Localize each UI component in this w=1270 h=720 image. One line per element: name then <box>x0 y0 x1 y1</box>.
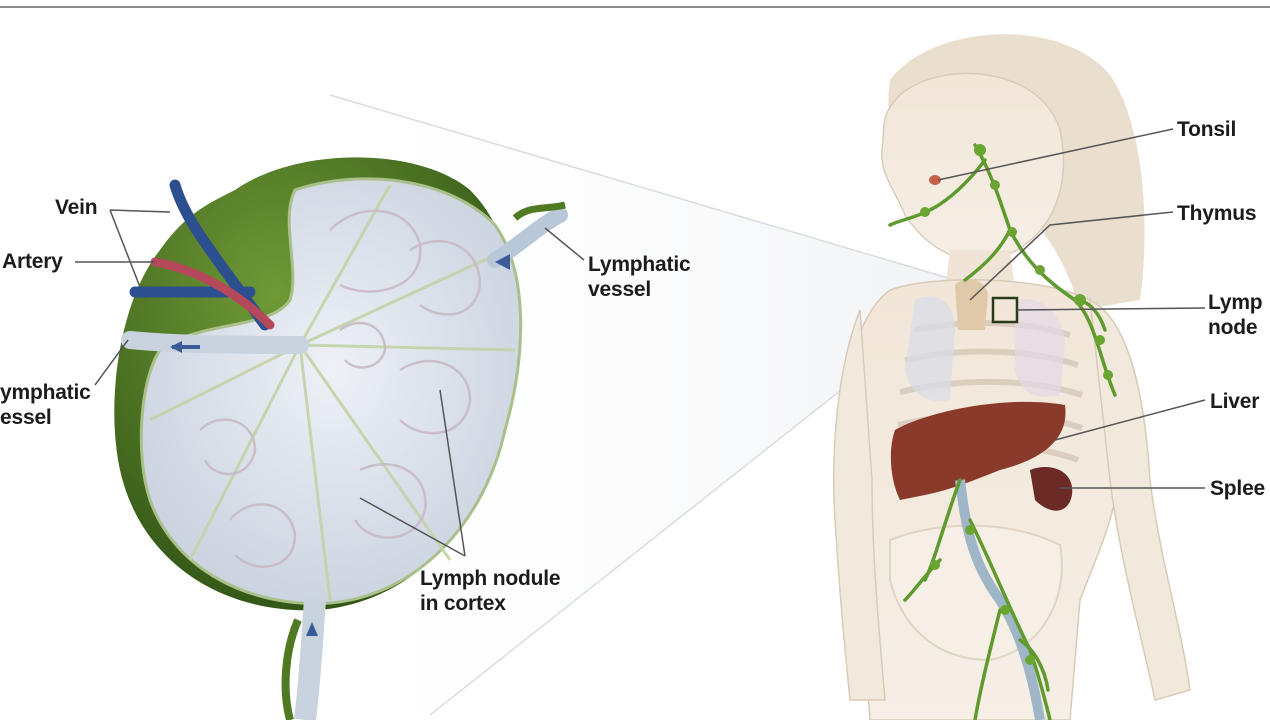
child-figure <box>833 34 1191 720</box>
label-liver: Liver <box>1210 390 1260 413</box>
label-lymph-nodule: Lymph nodule in cortex <box>420 567 561 615</box>
label-artery: Artery <box>2 250 63 273</box>
label-thymus: Thymus <box>1177 202 1257 225</box>
label-lymphatic-vessel-right: Lymphatic vessel <box>588 253 691 301</box>
liver <box>890 401 1066 500</box>
spleen <box>1030 467 1073 511</box>
top-border <box>0 6 1270 8</box>
label-tonsil: Tonsil <box>1177 118 1237 141</box>
lymph-node <box>114 157 568 720</box>
label-spleen: Splee <box>1210 477 1266 500</box>
label-vein: Vein <box>55 196 98 219</box>
leader-lines <box>75 128 1206 557</box>
label-lymph-node: Lymp node <box>1208 291 1263 339</box>
label-lymphatic-vessel-left: ymphatic essel <box>0 381 91 429</box>
